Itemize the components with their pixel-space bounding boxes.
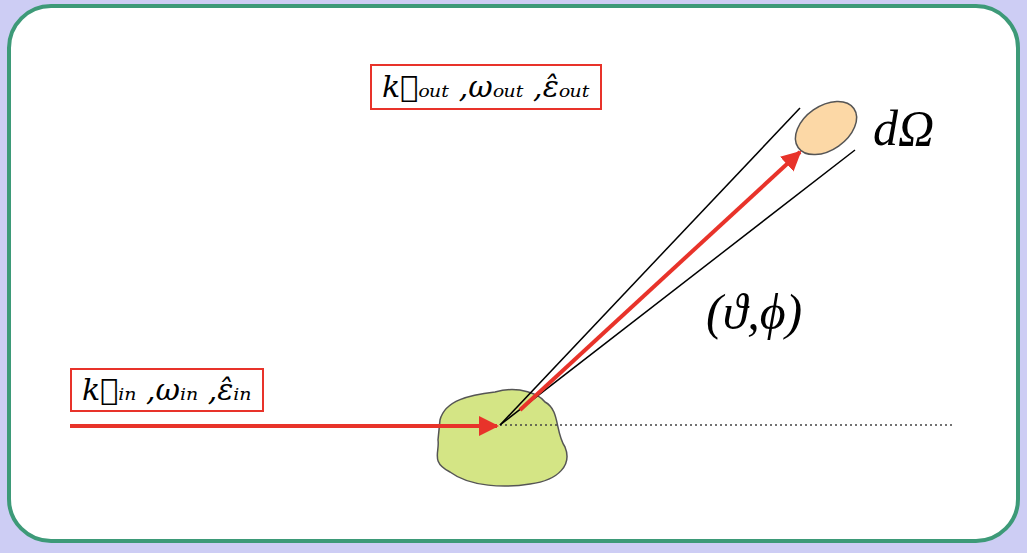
outgoing-arrow	[520, 152, 800, 410]
cone-edge	[500, 150, 855, 425]
solid-angle-label: dΩ	[873, 98, 934, 158]
quantity-label: k⃗ₒᵤₜ ,ωₒᵤₜ ,ε̂ₒᵤₜ	[382, 69, 590, 105]
quantity-box: k⃗ₒᵤₜ ,ωₒᵤₜ ,ε̂ₒᵤₜ	[370, 64, 602, 110]
incoming-arrow	[70, 424, 497, 428]
quantity-label: k⃗ᵢₙ ,ωᵢₙ ,ε̂ᵢₙ	[82, 372, 251, 408]
scatterer-blob	[437, 390, 567, 486]
cone-edge	[500, 108, 800, 425]
frame	[9, 6, 1018, 541]
axis-line	[500, 424, 955, 426]
angle-label: (ϑ,ϕ)	[706, 282, 802, 342]
quantity-box: k⃗ᵢₙ ,ωᵢₙ ,ε̂ᵢₙ	[70, 368, 264, 412]
